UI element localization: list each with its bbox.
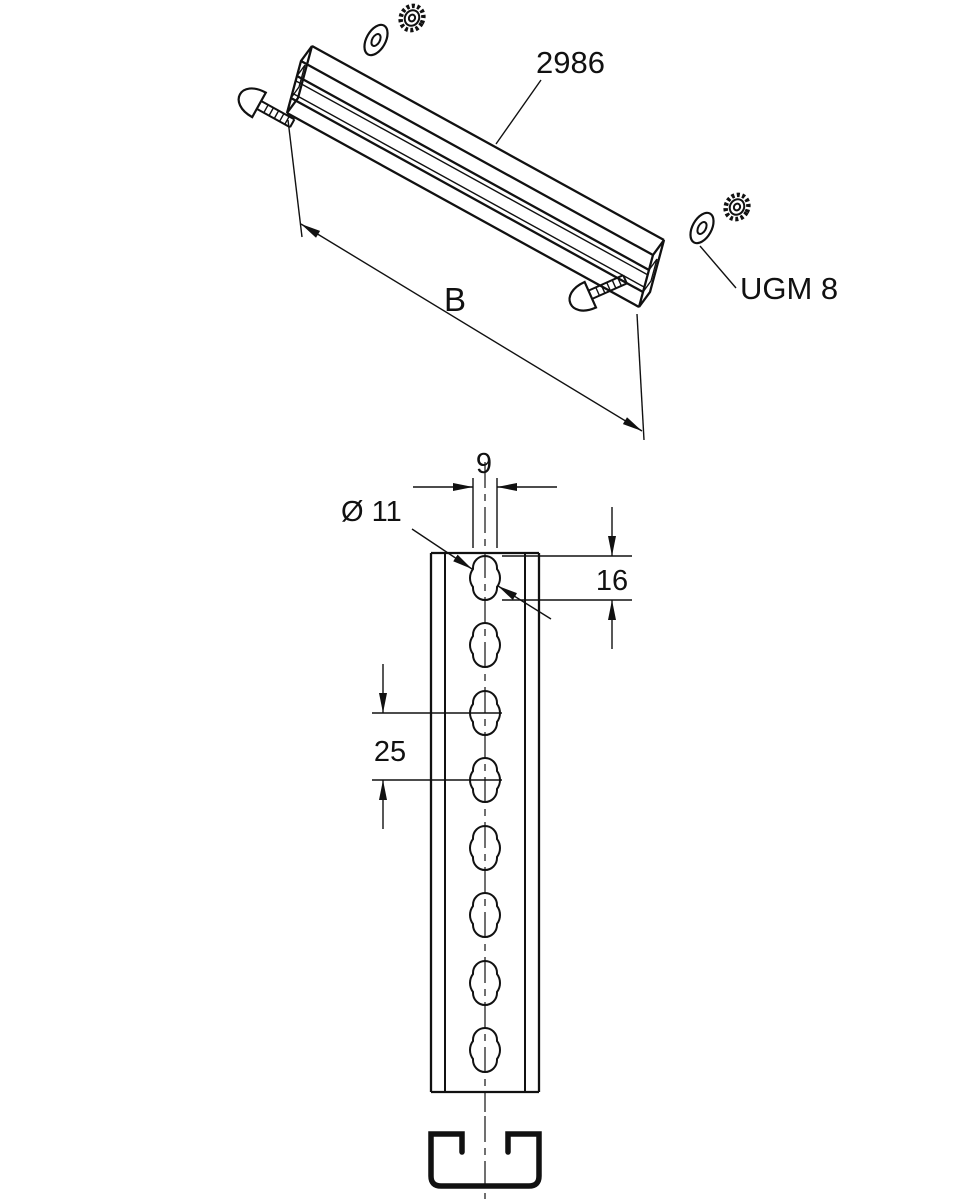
nut-right-serration [723, 192, 751, 222]
part-number-leader-line [495, 79, 542, 145]
washer-right [689, 211, 715, 245]
dimension-b-line [300, 223, 643, 432]
rail-left-end-slot-notch [290, 64, 306, 99]
hole-diameter-leader-upper [411, 528, 473, 570]
dimension-b-extension-right [636, 313, 645, 441]
hole-diameter-leader-lower [497, 585, 552, 620]
rail-3d [285, 44, 666, 309]
screw-bottom-head [568, 280, 598, 312]
slot-length-label: 16 [596, 565, 628, 597]
hole-diameter-label: Ø 11 [341, 496, 402, 528]
dimension-b-label: B [444, 281, 466, 318]
hole-pitch-label: 25 [374, 736, 406, 768]
rail-right-end-slot-notch [642, 258, 658, 293]
dimension-b-extension-left [287, 119, 303, 238]
washer-top-hole [370, 33, 382, 47]
rail-left-end-face [285, 45, 314, 114]
rail-slot-upper-inner-edge [295, 80, 649, 276]
hardware-label: UGM 8 [740, 271, 838, 306]
screw-left [237, 87, 296, 129]
rail-back-top-edge [311, 44, 665, 242]
nut-right-hole [732, 202, 742, 212]
rail-front-top-edge [300, 59, 654, 257]
washer-top [363, 23, 389, 57]
rail-slot-lower-edge [290, 96, 644, 294]
screw-left-head [237, 87, 268, 119]
flange-nut-top [398, 3, 426, 33]
dimension-hole-pitch: 25 [372, 664, 502, 829]
nut-top-hole [407, 13, 417, 23]
part-number-label: 2986 [536, 45, 605, 80]
cross-section-view [428, 1116, 542, 1199]
nut-right-flange [728, 198, 746, 216]
dimension-b: B [287, 119, 645, 441]
dimension-slot-length: 16 [502, 507, 632, 649]
washer-right-hole [696, 221, 708, 235]
label-part-number: 2986 [495, 45, 605, 145]
channel-profile-outline [428, 1131, 542, 1189]
rail-slot-upper-edge [296, 74, 650, 272]
screw-left-shaft-bottom [256, 107, 291, 129]
label-hardware: UGM 8 [699, 245, 838, 306]
slot-width-label: 9 [476, 448, 492, 480]
front-view: 9 Ø 11 16 25 [341, 448, 632, 1112]
rail-slot-lower-inner-edge [291, 92, 645, 288]
screw-left-threads [263, 104, 290, 125]
rail-front-outline [429, 551, 541, 1094]
dimension-hole-diameter: Ø 11 [341, 496, 552, 620]
dimension-slot-width: 9 [413, 448, 557, 548]
screw-left-shaft-end [289, 118, 296, 128]
flange-nut-right [723, 192, 751, 222]
hardware-leader-line [699, 245, 737, 289]
rail-bottom-edge [286, 111, 640, 309]
nut-top-flange [403, 9, 421, 27]
isometric-view: 2986 UGM 8 B [237, 3, 838, 441]
